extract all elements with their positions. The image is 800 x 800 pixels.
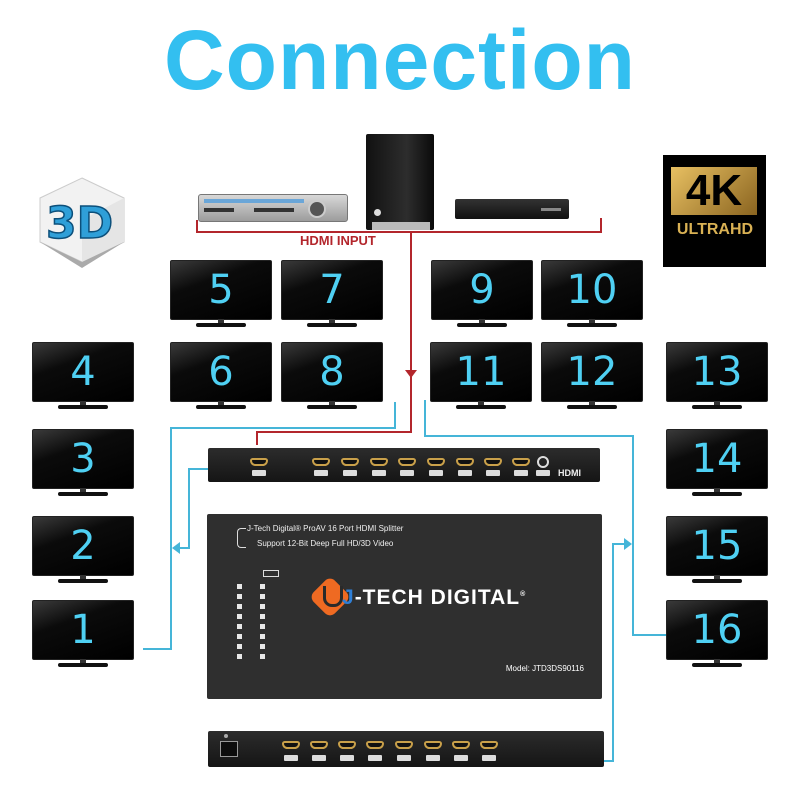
splitter-front-panel: J-Tech Digital® ProAV 16 Port HDMI Split… [207, 514, 602, 699]
3d-badge-icon: 3D [32, 170, 132, 270]
tv-5: 5 [170, 260, 272, 327]
svg-text:3D: 3D [46, 198, 113, 249]
power-label [263, 570, 279, 577]
tv-2: 2 [32, 516, 134, 583]
hdmi-out-port [341, 458, 359, 466]
hdmi-out-port [398, 458, 416, 466]
dvd-player-icon [198, 194, 348, 222]
hdmi-out-port [424, 741, 442, 749]
hdmi-out-port [456, 458, 474, 466]
tv-10: 10 [541, 260, 643, 327]
hdmi-out-port [484, 458, 502, 466]
hdmi-in-port [250, 458, 268, 466]
product-line: J-Tech Digital® ProAV 16 Port HDMI Split… [247, 524, 404, 533]
hdmi-out-port [370, 458, 388, 466]
splitter-bottom-panel [208, 731, 604, 767]
hdmi-out-port [427, 458, 445, 466]
tv-8: 8 [281, 342, 383, 409]
hdmi-out-port [395, 741, 413, 749]
arrow-right-icon [624, 538, 632, 550]
desktop-pc-icon [366, 134, 434, 230]
arrow-left-icon [172, 542, 180, 554]
tv-4: 4 [32, 342, 134, 409]
hdmi-out-port [366, 741, 384, 749]
hdmi-input-label: HDMI INPUT [300, 233, 376, 248]
tv-15: 15 [666, 516, 768, 583]
tv-14: 14 [666, 429, 768, 496]
hdmi-logo: HDMI [558, 468, 581, 478]
arrow-down-icon [405, 370, 417, 378]
brand-name: J-TECH DIGITAL® [342, 586, 527, 609]
hdmi-out-port [312, 458, 330, 466]
tv-16: 16 [666, 600, 768, 667]
product-feature: Support 12-Bit Deep Full HD/3D Video [257, 539, 394, 548]
hdmi-out-port [310, 741, 328, 749]
tv-11: 11 [430, 342, 532, 409]
hdmi-out-port [338, 741, 356, 749]
ultrahd-label: ULTRAHD [676, 221, 754, 238]
dc-jack-icon [537, 456, 549, 468]
4k-label: 4K [671, 167, 757, 215]
splitter-rear-panel: HDMI [208, 448, 600, 482]
tv-9: 9 [431, 260, 533, 327]
tv-6: 6 [170, 342, 272, 409]
set-top-box-icon [455, 199, 569, 221]
hdmi-out-port [512, 458, 530, 466]
tv-1: 1 [32, 600, 134, 667]
tv-3: 3 [32, 429, 134, 496]
model-number: Model: JTD3DS90116 [505, 664, 584, 673]
hdmi-out-port [282, 741, 300, 749]
page-title: Connection [164, 13, 636, 107]
hdmi-out-port [480, 741, 498, 749]
power-switch[interactable] [220, 741, 238, 757]
hdmi-out-port [452, 741, 470, 749]
tv-13: 13 [666, 342, 768, 409]
tv-7: 7 [281, 260, 383, 327]
4k-ultrahd-badge: 4K ULTRAHD [663, 155, 766, 267]
tv-12: 12 [541, 342, 643, 409]
